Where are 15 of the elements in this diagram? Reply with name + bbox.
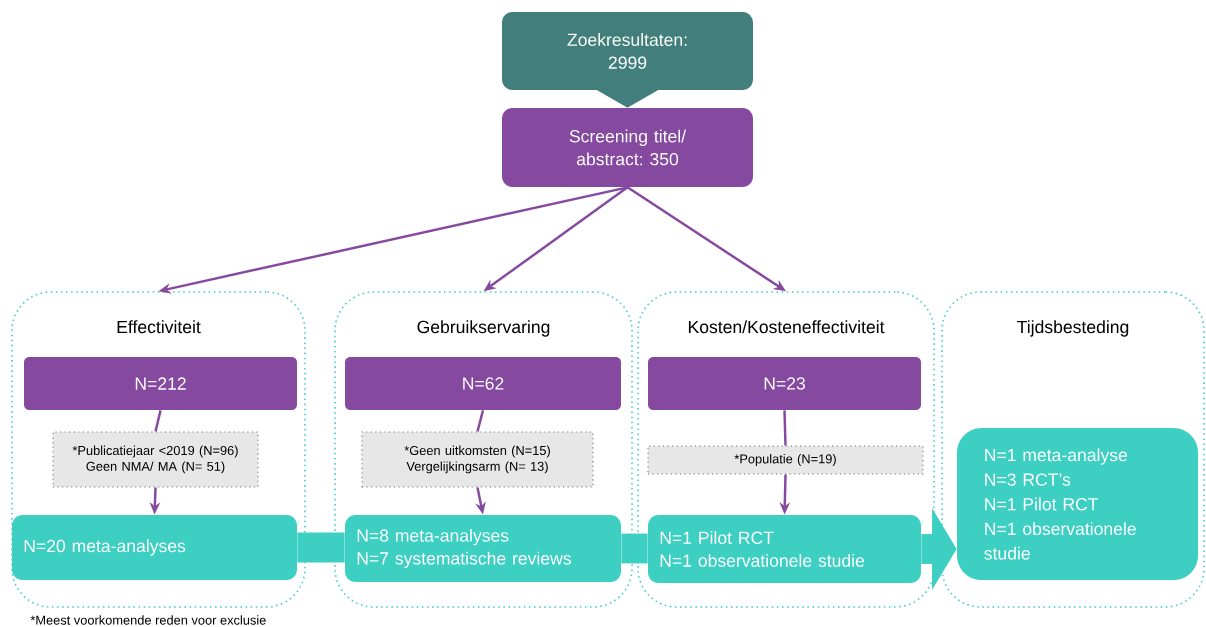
exclusion-box: *Populatie (N=19) <box>647 445 924 475</box>
result-box: N=20 meta-analyses <box>12 515 297 580</box>
footnote: *Meest voorkomende reden voor exclusie <box>30 615 266 625</box>
connector-line <box>154 410 162 432</box>
result-box: N=8 meta-analyses N=7 systematische reviews <box>345 515 621 582</box>
result-box: N=1 meta-analyse N=3 RCT’s N=1 Pilot RCT N=1 observationele studie <box>957 428 1198 580</box>
result-box: N=1 Pilot RCT N=1 observationele studie <box>648 515 921 583</box>
exclusion-box: *Publicatiejaar <2019 (N=96) Geen NMA/ MA (N= 51) <box>52 431 259 488</box>
connector-line <box>783 410 787 446</box>
connector-line <box>476 410 485 432</box>
count-box: N=23 <box>648 357 921 410</box>
exclusion-box: *Geen uitkomsten (N=15) Vergelijkingsarm (N= 13) <box>361 431 594 488</box>
count-box: N=62 <box>345 357 621 410</box>
screening-box: Screening titel/ abstract: 350 <box>502 108 753 187</box>
count-box: N=212 <box>24 357 297 410</box>
